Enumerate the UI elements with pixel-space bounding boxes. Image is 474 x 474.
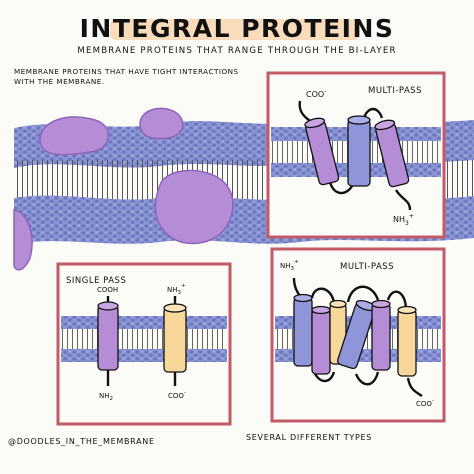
right-bottom-label: COO- [168, 390, 186, 400]
right-top-label: NH3+ [167, 283, 186, 296]
left-helix-cap [97, 301, 119, 311]
right-helix [163, 307, 187, 373]
page-subtitle: MEMBRANE PROTEINS THAT RANGE THROUGH THE… [77, 46, 396, 56]
polypeptide-loops [292, 277, 423, 397]
bottom-helix-6 [397, 305, 417, 377]
bottom-helix-5 [371, 299, 391, 371]
protein-blob-edge [13, 209, 33, 271]
right-helix-cap [163, 303, 187, 313]
mini-lipid-tails [61, 329, 227, 349]
protein-blob-small [139, 107, 184, 140]
panel-title: MULTI-PASS [340, 262, 394, 272]
nh3-terminus-label: NH3+ [280, 259, 299, 272]
panel-multi-pass-top: MULTI-PASS COO- NH3+ [266, 71, 446, 239]
nh3-terminus-label: NH3+ [393, 213, 414, 227]
title-highlight [110, 19, 360, 40]
protein-blob-left [39, 116, 110, 156]
mini-inner-leaflet [61, 349, 227, 362]
protein-blob-large [154, 169, 234, 245]
coo-terminus-label: COO- [416, 398, 434, 408]
left-top-label: COOH [97, 286, 118, 294]
left-helix [97, 305, 119, 371]
intro-line-1: MEMBRANE PROTEINS THAT HAVE TIGHT INTERA… [14, 67, 239, 76]
panel-multi-pass-bottom: MULTI-PASS NH3+ COO- [270, 247, 446, 423]
coo-terminus-label: COO- [306, 88, 326, 99]
bottom-helix-1 [293, 293, 313, 367]
helix-1 [304, 117, 340, 186]
polypeptide-chain [298, 100, 412, 211]
panel-title: SINGLE PASS [66, 276, 126, 286]
credit-handle: @DOODLES_IN_THE_MEMBRANE [8, 437, 155, 446]
helix-2 [347, 115, 371, 187]
left-bottom-label: NH2 [99, 392, 113, 402]
mini-outer-leaflet [61, 316, 227, 329]
page-title: INTEGRAL PROTEINS [80, 14, 395, 43]
intro-line-2: WITH THE MEMBRANE. [14, 77, 105, 86]
helix-3 [374, 119, 410, 188]
caption: SEVERAL DIFFERENT TYPES [246, 433, 372, 442]
panel-title: MULTI-PASS [368, 86, 422, 96]
panel-single-pass: SINGLE PASS COOH NH2 NH3+ COO- [56, 262, 232, 426]
bottom-helix-2 [311, 305, 331, 375]
